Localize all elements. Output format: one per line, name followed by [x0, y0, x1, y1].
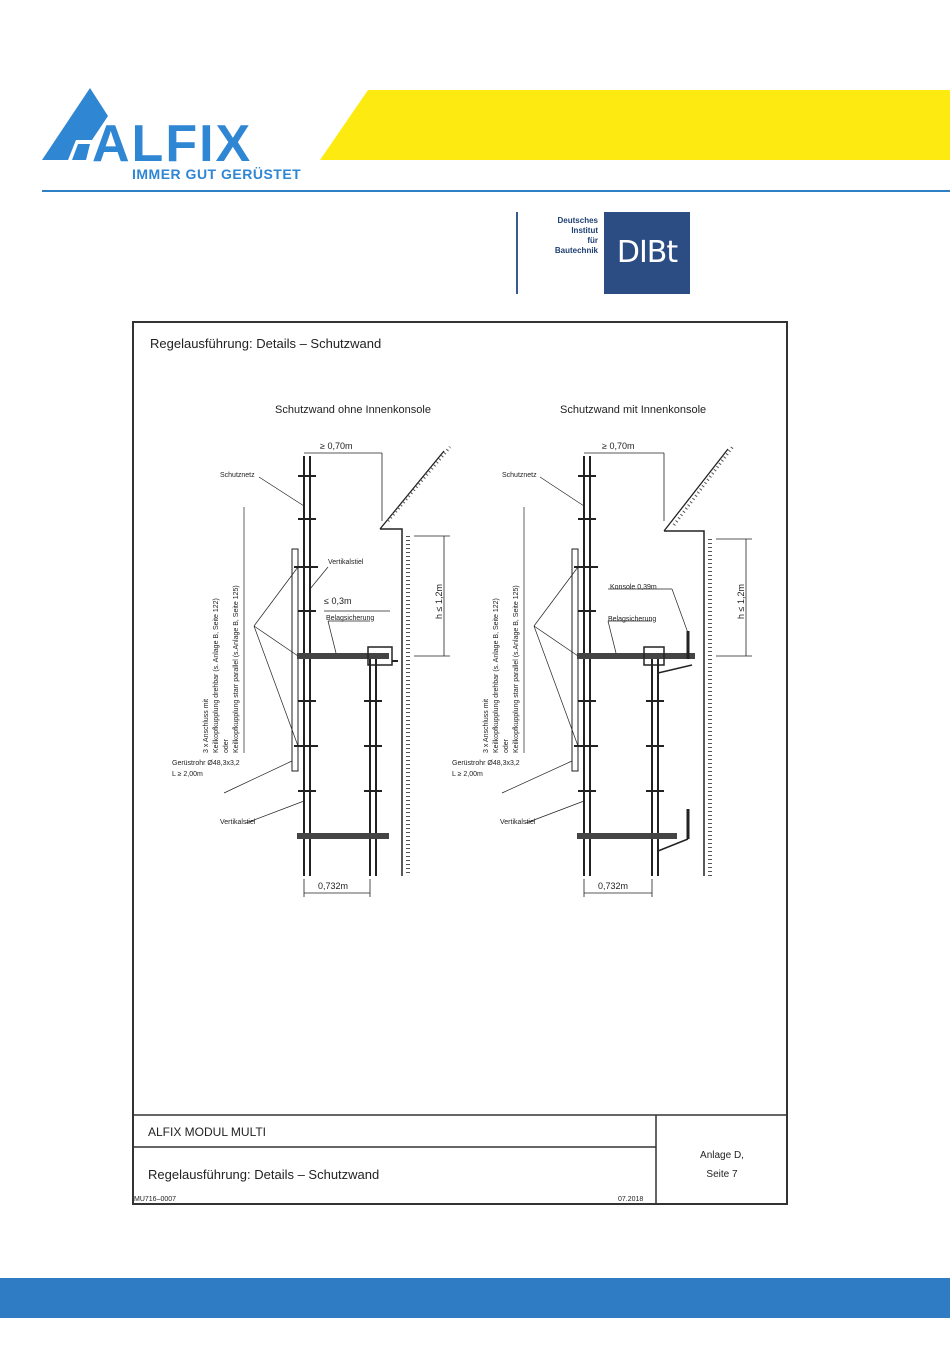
footer-blue-band — [0, 1278, 950, 1318]
left-rohr1-label: Gerüstrohr Ø48,3x3,2 — [172, 760, 240, 767]
right-gap-label: ≥ 0,70m — [602, 441, 634, 451]
right-kupplung2-label: Keilkopfkupplung starr parallel (s.Anlag… — [513, 585, 520, 753]
titleblock-date: 07.2018 — [618, 1196, 643, 1203]
alfix-logo-mark — [42, 88, 108, 160]
dibt-logo: DIBt — [604, 212, 690, 294]
right-rohr1-label: Gerüstrohr Ø48,3x3,2 — [452, 760, 520, 767]
titleblock-product: ALFIX MODUL MULTI — [148, 1125, 266, 1139]
drawing-title: Regelausführung: Details – Schutzwand — [150, 336, 381, 351]
left-oder-label: oder — [223, 738, 230, 753]
left-netz-label: Schutznetz — [220, 472, 255, 479]
titleblock-annex: Anlage D, — [700, 1150, 744, 1161]
left-vstiel-label: Vertikalstiel — [328, 559, 364, 566]
titleblock-page: Seite 7 — [706, 1169, 738, 1180]
logo-wordmark: ALFIX — [92, 115, 253, 173]
left-anschluss-label: 3 x Anschluss mit — [203, 699, 210, 753]
right-rohr2-label: L ≥ 2,00m — [452, 771, 483, 778]
right-oder-label: oder — [503, 738, 510, 753]
dibt-name: Deutsches Institut für Bautechnik — [554, 216, 598, 255]
detail-left: Schutzwand ohne Innenkonsole ≥ 0,70m — [172, 404, 452, 897]
header-yellow-band — [320, 90, 950, 160]
left-height-label: h ≤ 1,2m — [434, 584, 444, 619]
left-dist-label: ≤ 0,3m — [324, 596, 351, 606]
left-vstiel2-label: Vertikalstiel — [220, 819, 256, 826]
right-netz-label: Schutznetz — [502, 472, 537, 479]
right-kupplung1-label: Keilkopfkupplung drehbar (s. Anlage B, S… — [493, 598, 500, 753]
left-width-label: 0,732m — [318, 881, 348, 891]
left-kupplung1-label: Keilkopfkupplung drehbar (s. Anlage B, S… — [213, 598, 220, 753]
left-rohr2-label: L ≥ 2,00m — [172, 771, 203, 778]
header-divider — [42, 190, 950, 192]
titleblock-drawing-number: MU716–0007 — [134, 1196, 176, 1203]
right-anschluss-label: 3 x Anschluss mit — [483, 699, 490, 753]
drawing-sheet — [132, 321, 788, 1205]
right-heading: Schutzwand mit Innenkonsole — [560, 404, 706, 416]
right-vstiel2-label: Vertikalstiel — [500, 819, 536, 826]
left-gap-label: ≥ 0,70m — [320, 441, 352, 451]
left-beleg-label: Belagsicherung — [326, 615, 374, 622]
right-width-label: 0,732m — [598, 881, 628, 891]
detail-right: Schutzwand mit Innenkonsole ≥ 0,70m — [452, 404, 752, 897]
right-height-label: h ≤ 1,2m — [736, 584, 746, 619]
technical-drawing: Regelausführung: Details – Schutzwand Sc… — [132, 336, 788, 1205]
left-kupplung2-label: Keilkopfkupplung starr parallel (s.Anlag… — [233, 585, 240, 753]
right-konsole-label: Konsole 0,39m — [610, 584, 657, 591]
left-heading: Schutzwand ohne Innenkonsole — [275, 404, 431, 416]
title-block — [132, 1114, 788, 1205]
titleblock-subject: Regelausführung: Details – Schutzwand — [148, 1167, 379, 1182]
right-beleg-label: Belagsicherung — [608, 616, 656, 623]
logo-tagline: IMMER GUT GERÜSTET — [132, 166, 302, 182]
dibt-divider — [516, 212, 518, 294]
